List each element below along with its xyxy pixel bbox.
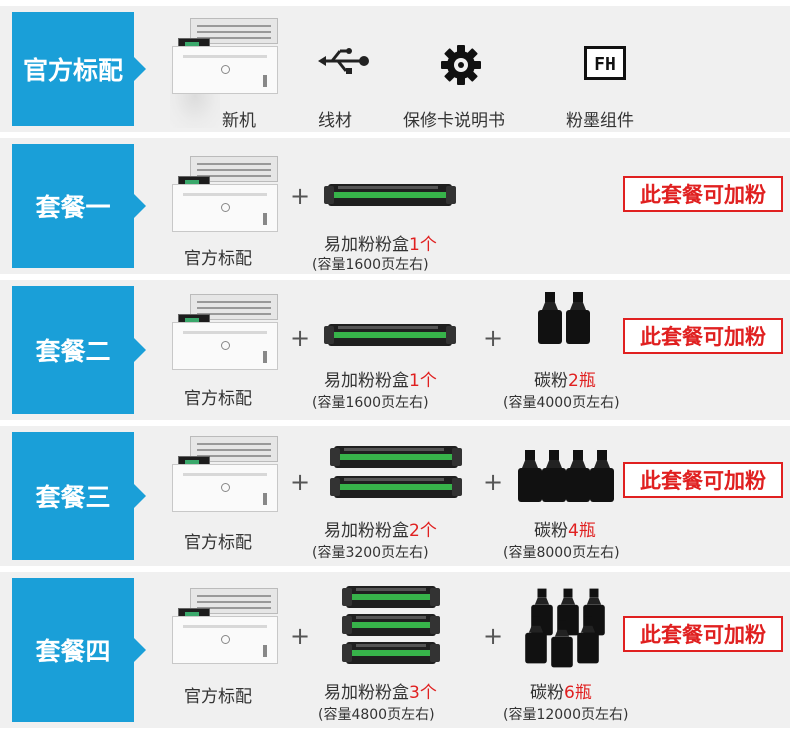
item-label-toner-kit: 粉墨组件: [566, 111, 634, 131]
item-label-new-machine: 新机: [222, 111, 256, 131]
cartridge-image: [330, 446, 462, 468]
cartridge-label: 易加粉粉盒2个: [324, 521, 437, 541]
fh-toner-icon: FH: [584, 46, 626, 80]
toner-capacity: (容量4000页左右): [503, 395, 620, 411]
toner-bottle: [518, 450, 542, 502]
printer-image: [172, 436, 278, 512]
cartridge-capacity: (容量1600页左右): [312, 395, 429, 411]
plus-sign: +: [290, 182, 311, 210]
tab-package-4[interactable]: 套餐四: [12, 578, 146, 722]
refillable-badge: 此套餐可加粉: [623, 176, 783, 212]
toner-bottle: [542, 450, 566, 502]
printer-image: [172, 18, 278, 94]
package-1-section: 套餐一 官方标配 + 易加粉粉盒1个 (容量1600页左右) 此套餐可加粉: [0, 138, 790, 274]
toner-bottle: [551, 620, 573, 668]
refillable-badge: 此套餐可加粉: [623, 462, 783, 498]
cartridge-image: [330, 476, 462, 498]
tab-package-1[interactable]: 套餐一: [12, 144, 146, 268]
plus-sign: +: [483, 324, 504, 352]
cartridge-capacity: (容量4800页左右): [318, 707, 435, 723]
printer-label: 官方标配: [184, 687, 252, 707]
cartridge-capacity: (容量3200页左右): [312, 545, 429, 561]
printer-label: 官方标配: [184, 249, 252, 269]
fh-icon-text: FH: [594, 54, 616, 75]
plus-sign: +: [290, 468, 311, 496]
cartridge-label: 易加粉粉盒1个: [324, 235, 437, 255]
tab-package-3[interactable]: 套餐三: [12, 432, 146, 560]
toner-bottle: [525, 616, 547, 664]
gear-icon: [441, 45, 481, 85]
plus-sign: +: [483, 468, 504, 496]
toner-bottle: [566, 292, 590, 344]
printer-label: 官方标配: [184, 389, 252, 409]
toner-bottle: [566, 450, 590, 502]
printer-image: [172, 156, 278, 232]
toner-label: 碳粉6瓶: [530, 683, 592, 703]
usb-cable-icon: [318, 48, 369, 74]
toner-label: 碳粉4瓶: [534, 521, 596, 541]
plus-sign: +: [290, 324, 311, 352]
cartridge-image: [324, 184, 456, 206]
package-4-section: 套餐四 官方标配 + 易加粉粉盒3个 (容量4800页左右) + 碳粉6瓶 (容…: [0, 572, 790, 728]
package-3-section: 套餐三 官方标配 + 易加粉粉盒2个 (容量3200页左右) + 碳粉4瓶 (容…: [0, 426, 790, 566]
tab-package-2[interactable]: 套餐二: [12, 286, 146, 414]
cartridge-label: 易加粉粉盒3个: [324, 683, 437, 703]
plus-sign: +: [290, 622, 311, 650]
refillable-badge: 此套餐可加粉: [623, 318, 783, 354]
toner-bottle: [590, 450, 614, 502]
toner-capacity: (容量8000页左右): [503, 545, 620, 561]
cartridge-image: [324, 324, 456, 346]
cartridge-image: [342, 586, 440, 608]
item-label-warranty-manual: 保修卡说明书: [403, 111, 505, 131]
refillable-badge: 此套餐可加粉: [623, 616, 783, 652]
printer-image: [172, 294, 278, 370]
item-label-cable: 线材: [318, 111, 352, 131]
toner-label: 碳粉2瓶: [534, 371, 596, 391]
standard-package-section: 官方标配 新机 线材 保修卡说明书 FH 粉墨组件: [0, 6, 790, 132]
cartridge-capacity: (容量1600页左右): [312, 257, 429, 273]
cartridge-image: [342, 614, 440, 636]
printer-image: [172, 588, 278, 664]
plus-sign: +: [483, 622, 504, 650]
package-2-section: 套餐二 官方标配 + 易加粉粉盒1个 (容量1600页左右) + 碳粉2瓶 (容…: [0, 280, 790, 420]
toner-capacity: (容量12000页左右): [503, 707, 629, 723]
printer-label: 官方标配: [184, 533, 252, 553]
toner-bottle: [577, 616, 599, 664]
cartridge-image: [342, 642, 440, 664]
cartridge-label: 易加粉粉盒1个: [324, 371, 437, 391]
tab-standard[interactable]: 官方标配: [12, 12, 146, 126]
toner-bottle: [538, 292, 562, 344]
